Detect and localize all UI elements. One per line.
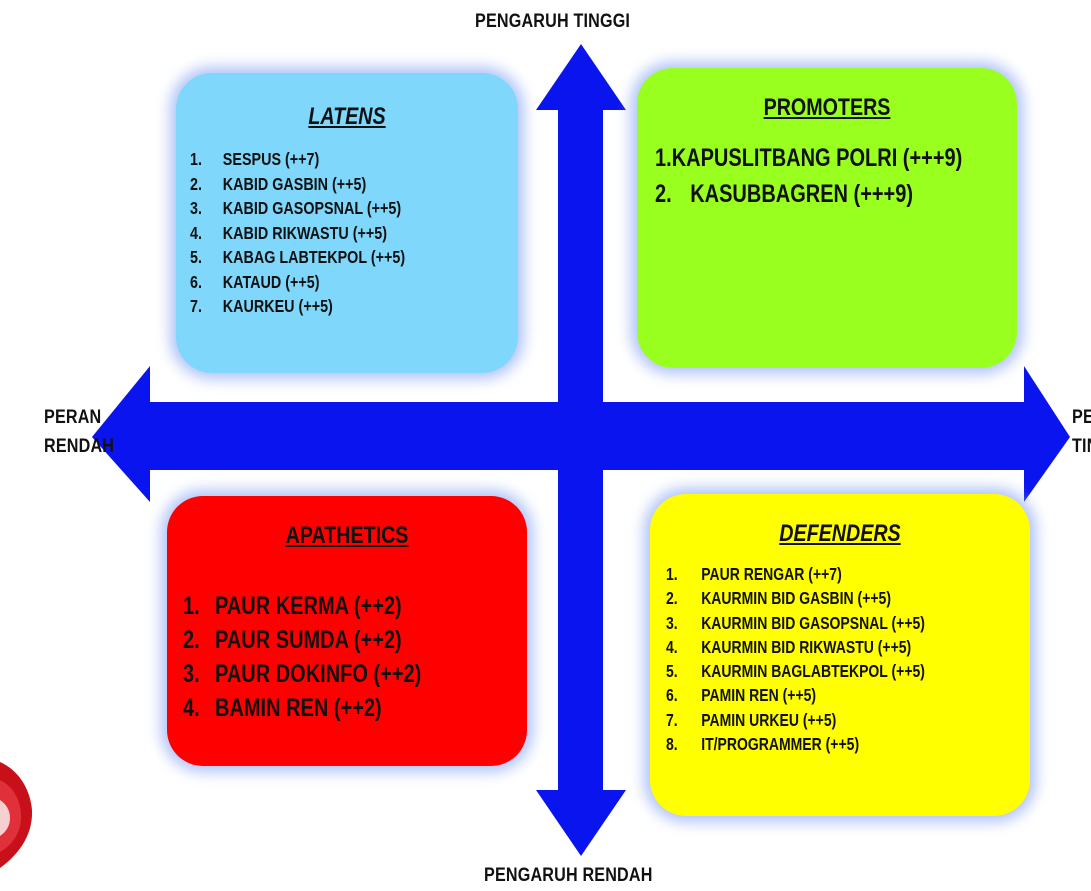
quadrant-title-defenders: DEFENDERS xyxy=(779,520,901,547)
axis-label-right-line1: PERAN xyxy=(1072,407,1091,428)
list-item-number: 4. xyxy=(183,694,200,722)
list-item: 4. BAMIN REN (++2) xyxy=(183,694,458,728)
list-item-number: 2. xyxy=(655,180,672,208)
quadrant-promoters: PROMOTERS 1.KAPUSLITBANG POLRI (+++9)2.K… xyxy=(637,68,1017,368)
list-item-number: 1. xyxy=(190,149,202,169)
list-item-text: KAURKEU (++5) xyxy=(222,296,333,316)
list-item-number: 3. xyxy=(183,660,200,688)
list-item: 4. KAURMIN BID RIKWASTU (++5) xyxy=(666,637,957,661)
list-item-number: 8. xyxy=(666,734,678,755)
list-item-number: 2. xyxy=(183,626,200,654)
list-item: 1. SESPUS (++7) xyxy=(190,149,459,174)
list-item-number: 1. xyxy=(666,564,678,584)
list-item-text: BAMIN REN (++2) xyxy=(215,694,382,722)
list-item-text: PAMIN URKEU (++5) xyxy=(701,709,837,730)
apathetics-list: 1. PAUR KERMA (++2) 2. PAUR SUMDA (++2) 3. PA… xyxy=(183,592,527,728)
list-item-number: 6. xyxy=(190,271,202,292)
axis-label-right-line2: TINGGI xyxy=(1072,435,1091,457)
list-item-number: 3. xyxy=(666,612,678,633)
quadrant-apathetics: APATHETICS 1. PAUR KERMA (++2) 2. PAUR SUMD… xyxy=(167,496,527,766)
list-item-number: 2. xyxy=(190,173,202,194)
latens-list: 1. SESPUS (++7) 2. KABID GASBIN (++5) 3. KABI… xyxy=(190,149,518,321)
list-item-number: 1. xyxy=(183,592,200,620)
list-item: 3. KAURMIN BID GASOPSNAL (++5) xyxy=(666,613,957,637)
list-item-number: 7. xyxy=(190,296,202,316)
promoters-list: 1.KAPUSLITBANG POLRI (+++9)2.KASUBBAGREN… xyxy=(655,144,1017,216)
list-item-text: KASUBBAGREN (+++9) xyxy=(690,180,914,208)
list-item: 8. IT/PROGRAMMER (++5) xyxy=(666,734,957,758)
list-item-text: KAURMIN BID GASBIN (++5) xyxy=(701,588,891,609)
list-item-text: PAUR DOKINFO (++2) xyxy=(215,660,422,688)
list-item-text: KAPUSLITBANG POLRI (+++9) xyxy=(671,144,963,172)
list-item: 4. KABID RIKWASTU (++5) xyxy=(190,223,459,248)
list-item: 2. KABID GASBIN (++5) xyxy=(190,174,459,199)
quadrant-title-apathetics: APATHETICS xyxy=(285,522,409,549)
quadrant-latens: LATENS 1. SESPUS (++7) 2. KABID GASBIN (++5… xyxy=(176,73,518,373)
list-item: 3. PAUR DOKINFO (++2) xyxy=(183,660,458,694)
list-item-number: 4. xyxy=(666,636,678,657)
axis-label-right: PERAN TINGGI xyxy=(1072,404,1091,461)
axis-label-bottom: PENGARUH RENDAH xyxy=(484,865,653,886)
list-item-text: KAURMIN BID GASOPSNAL (++5) xyxy=(701,612,925,633)
list-item-text: PAUR RENGAR (++7) xyxy=(701,564,842,584)
list-item-number: 5. xyxy=(666,661,678,682)
list-item-text: SESPUS (++7) xyxy=(222,149,320,169)
list-item-text: KABAG LABTEKPOL (++5) xyxy=(222,247,406,267)
list-item-text: PAUR KERMA (++2) xyxy=(215,592,402,620)
list-item: 2. KAURMIN BID GASBIN (++5) xyxy=(666,588,957,612)
list-item: 6. KATAUD (++5) xyxy=(190,272,459,297)
list-item: 7. KAURKEU (++5) xyxy=(190,296,459,321)
list-item: 1.KAPUSLITBANG POLRI (+++9) xyxy=(655,144,962,180)
list-item: 7. PAMIN URKEU (++5) xyxy=(666,710,957,734)
list-item-text: KABID GASBIN (++5) xyxy=(222,173,367,194)
list-item: 1. PAUR RENGAR (++7) xyxy=(666,564,957,588)
list-item-number: 1. xyxy=(655,144,672,172)
list-item-number: 5. xyxy=(190,247,202,267)
axis-label-left: PERAN RENDAH xyxy=(44,404,114,461)
list-item-number: 6. xyxy=(666,685,678,706)
list-item: 5. KAURMIN BAGLABTEKPOL (++5) xyxy=(666,661,957,685)
list-item-number: 3. xyxy=(190,198,202,218)
list-item-text: KAURMIN BID RIKWASTU (++5) xyxy=(701,636,912,657)
list-item-number: 7. xyxy=(666,709,678,730)
list-item: 5. KABAG LABTEKPOL (++5) xyxy=(190,247,459,272)
list-item-text: PAMIN REN (++5) xyxy=(701,685,817,706)
list-item: 1. PAUR KERMA (++2) xyxy=(183,592,458,626)
list-item: 3. KABID GASOPSNAL (++5) xyxy=(190,198,459,223)
axis-label-left-line2: RENDAH xyxy=(44,435,115,457)
list-item: 2. PAUR SUMDA (++2) xyxy=(183,626,458,660)
list-item-number: 2. xyxy=(666,588,678,609)
quadrant-defenders: DEFENDERS 1. PAUR RENGAR (++7) 2. KAURMIN B… xyxy=(650,494,1030,816)
axis-label-top: PENGARUH TINGGI xyxy=(475,11,631,32)
list-item-text: PAUR SUMDA (++2) xyxy=(215,626,402,654)
vertical-double-arrow xyxy=(536,44,626,856)
axis-label-left-line1: PERAN xyxy=(44,407,102,428)
list-item-number: 4. xyxy=(190,222,202,243)
list-item-text: KATAUD (++5) xyxy=(222,271,320,292)
red-logo-fragment-icon xyxy=(0,762,33,868)
defenders-list: 1. PAUR RENGAR (++7) 2. KAURMIN BID GASBIN … xyxy=(666,564,1030,758)
list-item-text: KABID GASOPSNAL (++5) xyxy=(222,198,402,218)
quadrant-title-latens: LATENS xyxy=(308,103,386,130)
list-item-text: IT/PROGRAMMER (++5) xyxy=(701,734,860,755)
quadrant-title-promoters: PROMOTERS xyxy=(763,94,891,121)
list-item: 6. PAMIN REN (++5) xyxy=(666,685,957,709)
list-item-text: KAURMIN BAGLABTEKPOL (++5) xyxy=(701,661,925,682)
list-item: 2. KASUBBAGREN (+++9) xyxy=(655,180,945,216)
list-item-text: KABID RIKWASTU (++5) xyxy=(222,222,388,243)
